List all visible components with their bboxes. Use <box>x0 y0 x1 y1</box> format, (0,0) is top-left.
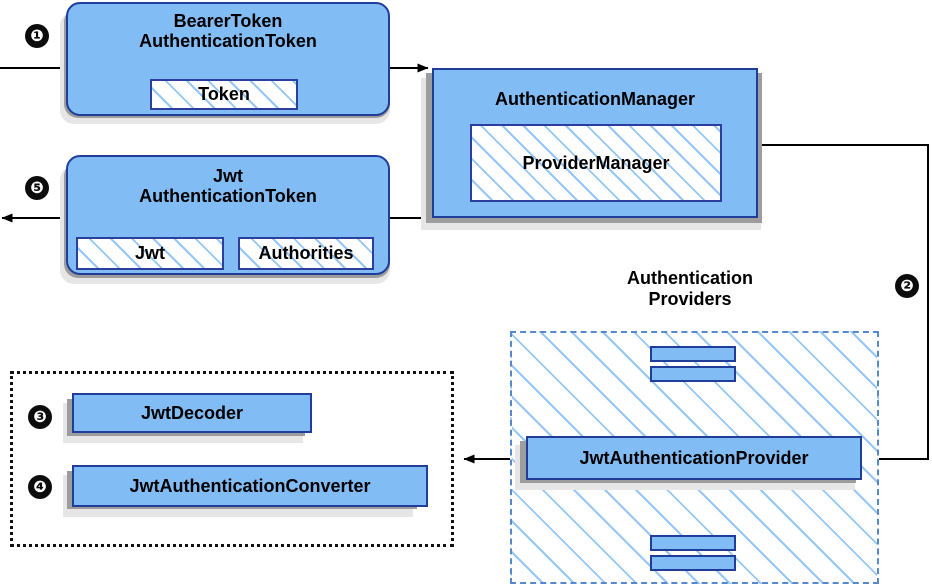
bearer-token-inner-token-label: Token <box>198 84 250 104</box>
authentication-providers-label: Authentication Providers <box>600 268 780 309</box>
step-badge-5-number: ❺ <box>30 178 44 197</box>
jwt-authentication-provider-title: JwtAuthenticationProvider <box>579 447 809 468</box>
step-badge-4-number: ❹ <box>33 477 47 496</box>
authentication-providers-label-line1: Authentication <box>627 268 753 288</box>
step-badge-3-number: ❸ <box>33 407 47 426</box>
jwt-authentication-provider-node[interactable]: JwtAuthenticationProvider <box>526 436 862 480</box>
bearer-token-title-line2: AuthenticationToken <box>139 31 317 52</box>
bearer-token-inner-token-box: Token <box>150 79 298 110</box>
provider-bar-top-2 <box>650 366 736 382</box>
jwt-token-inner-authorities-box: Authorities <box>238 237 374 270</box>
provider-manager-label: ProviderManager <box>522 152 670 173</box>
jwt-decoder-node[interactable]: JwtDecoder <box>72 393 312 433</box>
jwt-token-inner-authorities-label: Authorities <box>258 243 354 263</box>
step-badge-5: ❺ <box>25 176 49 200</box>
step-badge-4: ❹ <box>28 475 52 499</box>
step-badge-1: ❶ <box>25 24 49 48</box>
step-badge-2-number: ❷ <box>900 276 914 295</box>
jwt-token-title-line1: Jwt <box>212 166 243 186</box>
authentication-manager-inner-provider-manager-box: ProviderManager <box>470 124 722 202</box>
jwt-authentication-converter-node[interactable]: JwtAuthenticationConverter <box>72 465 428 507</box>
provider-bar-bottom-2 <box>650 555 736 571</box>
jwt-token-title-line2: AuthenticationToken <box>139 186 317 207</box>
authentication-manager-title: AuthenticationManager <box>494 89 695 109</box>
jwt-decoder-title: JwtDecoder <box>140 402 244 423</box>
step-badge-2: ❷ <box>895 274 919 298</box>
provider-bar-bottom-1 <box>650 535 736 551</box>
step-badge-3: ❸ <box>28 405 52 429</box>
authentication-providers-label-line2: Providers <box>648 288 732 309</box>
converter-group-region <box>10 371 454 547</box>
jwt-token-inner-jwt-label: Jwt <box>134 243 165 263</box>
bearer-token-title-line1: BearerToken <box>173 11 283 31</box>
jwt-authentication-converter-title: JwtAuthenticationConverter <box>129 475 371 496</box>
jwt-token-inner-jwt-box: Jwt <box>76 237 224 270</box>
provider-bar-top-1 <box>650 346 736 362</box>
step-badge-1-number: ❶ <box>30 26 44 45</box>
